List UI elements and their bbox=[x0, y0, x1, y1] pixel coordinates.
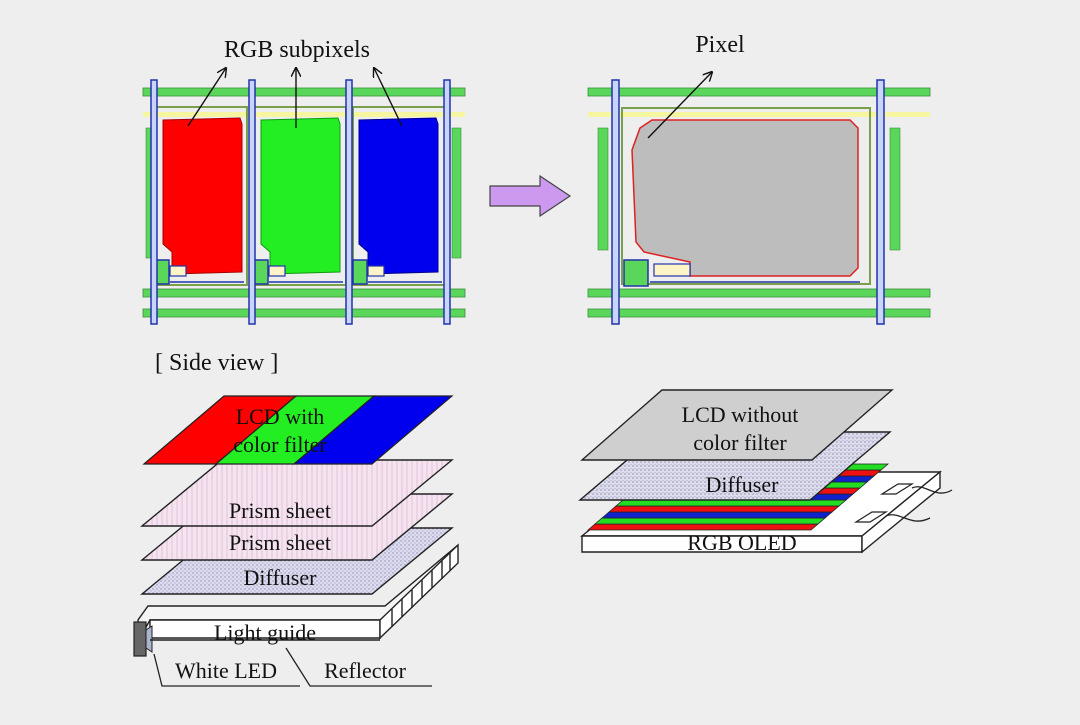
pointer-arrow-blue bbox=[374, 68, 403, 127]
lcd-without-filter-label-1: LCD without bbox=[682, 402, 799, 427]
subpixel-green bbox=[260, 117, 341, 275]
data-line-2 bbox=[248, 79, 256, 325]
reflector-label: Reflector bbox=[324, 658, 407, 683]
wire-h-bottom bbox=[142, 308, 466, 318]
gate-line-yellow bbox=[143, 112, 465, 117]
diffuser-label-right: Diffuser bbox=[706, 472, 780, 497]
data-line-4 bbox=[443, 79, 451, 325]
light-guide-label: Light guide bbox=[214, 620, 316, 645]
white-led-label: White LED bbox=[175, 658, 277, 683]
pixel-label: Pixel bbox=[695, 32, 745, 58]
wire-h-top bbox=[142, 87, 466, 97]
pixel-gray-area bbox=[631, 119, 859, 277]
lcd-with-filter-label-2: color filter bbox=[233, 432, 327, 457]
prism-sheet-1 bbox=[140, 459, 454, 527]
lcd-backlight-stack: LCD with color filter Prism sheet Prism … bbox=[133, 395, 459, 687]
diffuser-label-left: Diffuser bbox=[244, 565, 318, 590]
led-emitter-icon bbox=[145, 625, 153, 653]
reflector-leader bbox=[285, 647, 432, 687]
single-pixel-layout: Pixel bbox=[587, 32, 931, 325]
data-line-3 bbox=[345, 79, 353, 325]
white-led-leader bbox=[153, 653, 300, 687]
prism-sheet-1-label: Prism sheet bbox=[229, 498, 331, 523]
subpixel-blue bbox=[358, 117, 439, 275]
transition-arrow-icon bbox=[489, 174, 572, 218]
side-view-label: [ Side view ] bbox=[155, 350, 278, 376]
wire-v-right bbox=[451, 127, 462, 259]
light-guide-ribs bbox=[391, 553, 451, 627]
prism-sheet-2-label: Prism sheet bbox=[229, 530, 331, 555]
lcd-filter-blue bbox=[292, 395, 454, 465]
wire-h-mid bbox=[142, 288, 466, 298]
lcd-no-filter-sheet bbox=[580, 389, 894, 461]
white-led-icon bbox=[133, 621, 147, 657]
rgb-oled-label: RGB OLED bbox=[687, 530, 796, 555]
lcd-with-filter-label-1: LCD with bbox=[236, 404, 325, 429]
connector-pad-2 bbox=[853, 511, 889, 523]
rgb-subpixel-layout: RGB subpixels bbox=[142, 37, 466, 325]
tft-transistors bbox=[154, 259, 442, 285]
lcd-without-filter-label-2: color filter bbox=[693, 430, 787, 455]
oled-base-side bbox=[861, 470, 941, 554]
pointer-arrow-red bbox=[187, 68, 226, 127]
oled-stack: LCD without color filter Diffuser RGB OL… bbox=[578, 389, 953, 555]
subpixel-red bbox=[162, 117, 243, 275]
wire-1 bbox=[911, 486, 953, 494]
wire-2 bbox=[885, 514, 931, 522]
rgb-subpixels-label: RGB subpixels bbox=[224, 37, 370, 63]
connector-pad-1 bbox=[879, 483, 915, 495]
data-line-1 bbox=[150, 79, 158, 325]
pointer-arrow-pixel bbox=[647, 72, 712, 139]
